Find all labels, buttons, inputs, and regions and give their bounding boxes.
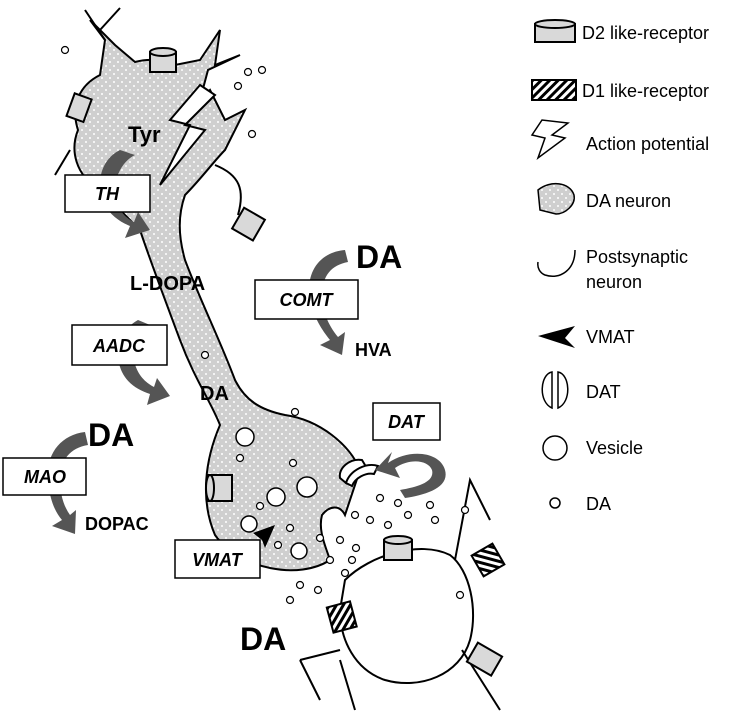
vesicle-icon bbox=[542, 435, 568, 461]
enzyme-dat: DAT bbox=[372, 402, 441, 441]
action-potential-bolt bbox=[159, 83, 217, 186]
svg-text:TH: TH bbox=[95, 184, 120, 204]
legend-label-vesicle: Vesicle bbox=[586, 438, 643, 458]
dat-transporter bbox=[338, 458, 380, 488]
label-da-comt: DA bbox=[356, 239, 402, 275]
postsynaptic-neuron-icon bbox=[537, 249, 576, 277]
legend-label-action-potential: Action potential bbox=[586, 134, 709, 154]
d2-receptor bbox=[230, 206, 267, 242]
da-neuron-icon bbox=[537, 183, 575, 215]
da-dot-icon bbox=[549, 497, 561, 509]
label-tyr: Tyr bbox=[128, 122, 161, 147]
label-dopac: DOPAC bbox=[85, 514, 149, 534]
legend-label-da: DA bbox=[586, 494, 611, 514]
vesicles bbox=[235, 427, 318, 560]
enzyme-mao: MAO bbox=[2, 457, 87, 496]
legend-label-da-neuron: DA neuron bbox=[586, 191, 671, 211]
svg-text:DAT: DAT bbox=[388, 412, 426, 432]
legend-label-vmat: VMAT bbox=[586, 327, 635, 347]
svg-text:MAO: MAO bbox=[24, 467, 66, 487]
da-neuron bbox=[54, 7, 362, 572]
label-l-dopa: L-DOPA bbox=[130, 273, 205, 295]
d2-receptor bbox=[65, 92, 93, 124]
legend: D2 like-receptor D1 like-receptor Action… bbox=[530, 19, 709, 514]
legend-label-postsynaptic: Postsynaptic bbox=[586, 247, 688, 267]
vmat-icon bbox=[538, 326, 575, 348]
d2-receptor-icon bbox=[534, 19, 576, 43]
label-da-mid: DA bbox=[200, 383, 229, 405]
legend-label-d1: D1 like-receptor bbox=[582, 81, 709, 101]
da-neuron-body bbox=[73, 19, 362, 572]
enzyme-comt: COMT bbox=[254, 279, 359, 320]
enzyme-th: TH bbox=[64, 174, 151, 213]
legend-label-postsynaptic-2: neuron bbox=[586, 272, 642, 292]
svg-text:COMT: COMT bbox=[280, 290, 335, 310]
legend-label-dat: DAT bbox=[586, 382, 621, 402]
enzyme-aadc: AADC bbox=[71, 324, 168, 366]
d1-receptor-icon bbox=[531, 79, 577, 101]
label-hva: HVA bbox=[355, 340, 392, 360]
action-potential-icon bbox=[530, 119, 570, 161]
extracellular-da-dots bbox=[60, 45, 470, 605]
svg-text:AADC: AADC bbox=[92, 336, 146, 356]
dat-icon bbox=[541, 371, 569, 410]
d2-receptor bbox=[205, 474, 233, 502]
postsynaptic-neuron bbox=[299, 476, 501, 711]
d1-receptor bbox=[325, 600, 358, 634]
terminal-da-dots bbox=[235, 453, 325, 550]
d2-receptor bbox=[383, 535, 413, 561]
d1-receptor bbox=[470, 542, 506, 578]
legend-label-d2: D2 like-receptor bbox=[582, 23, 709, 43]
enzyme-vmat: VMAT bbox=[174, 539, 261, 579]
label-da-mao: DA bbox=[88, 417, 134, 453]
label-da-synapse: DA bbox=[240, 621, 286, 657]
svg-text:VMAT: VMAT bbox=[192, 550, 244, 570]
vmat-marker bbox=[253, 525, 275, 548]
d2-receptor bbox=[465, 641, 504, 678]
d2-receptor bbox=[149, 47, 177, 73]
